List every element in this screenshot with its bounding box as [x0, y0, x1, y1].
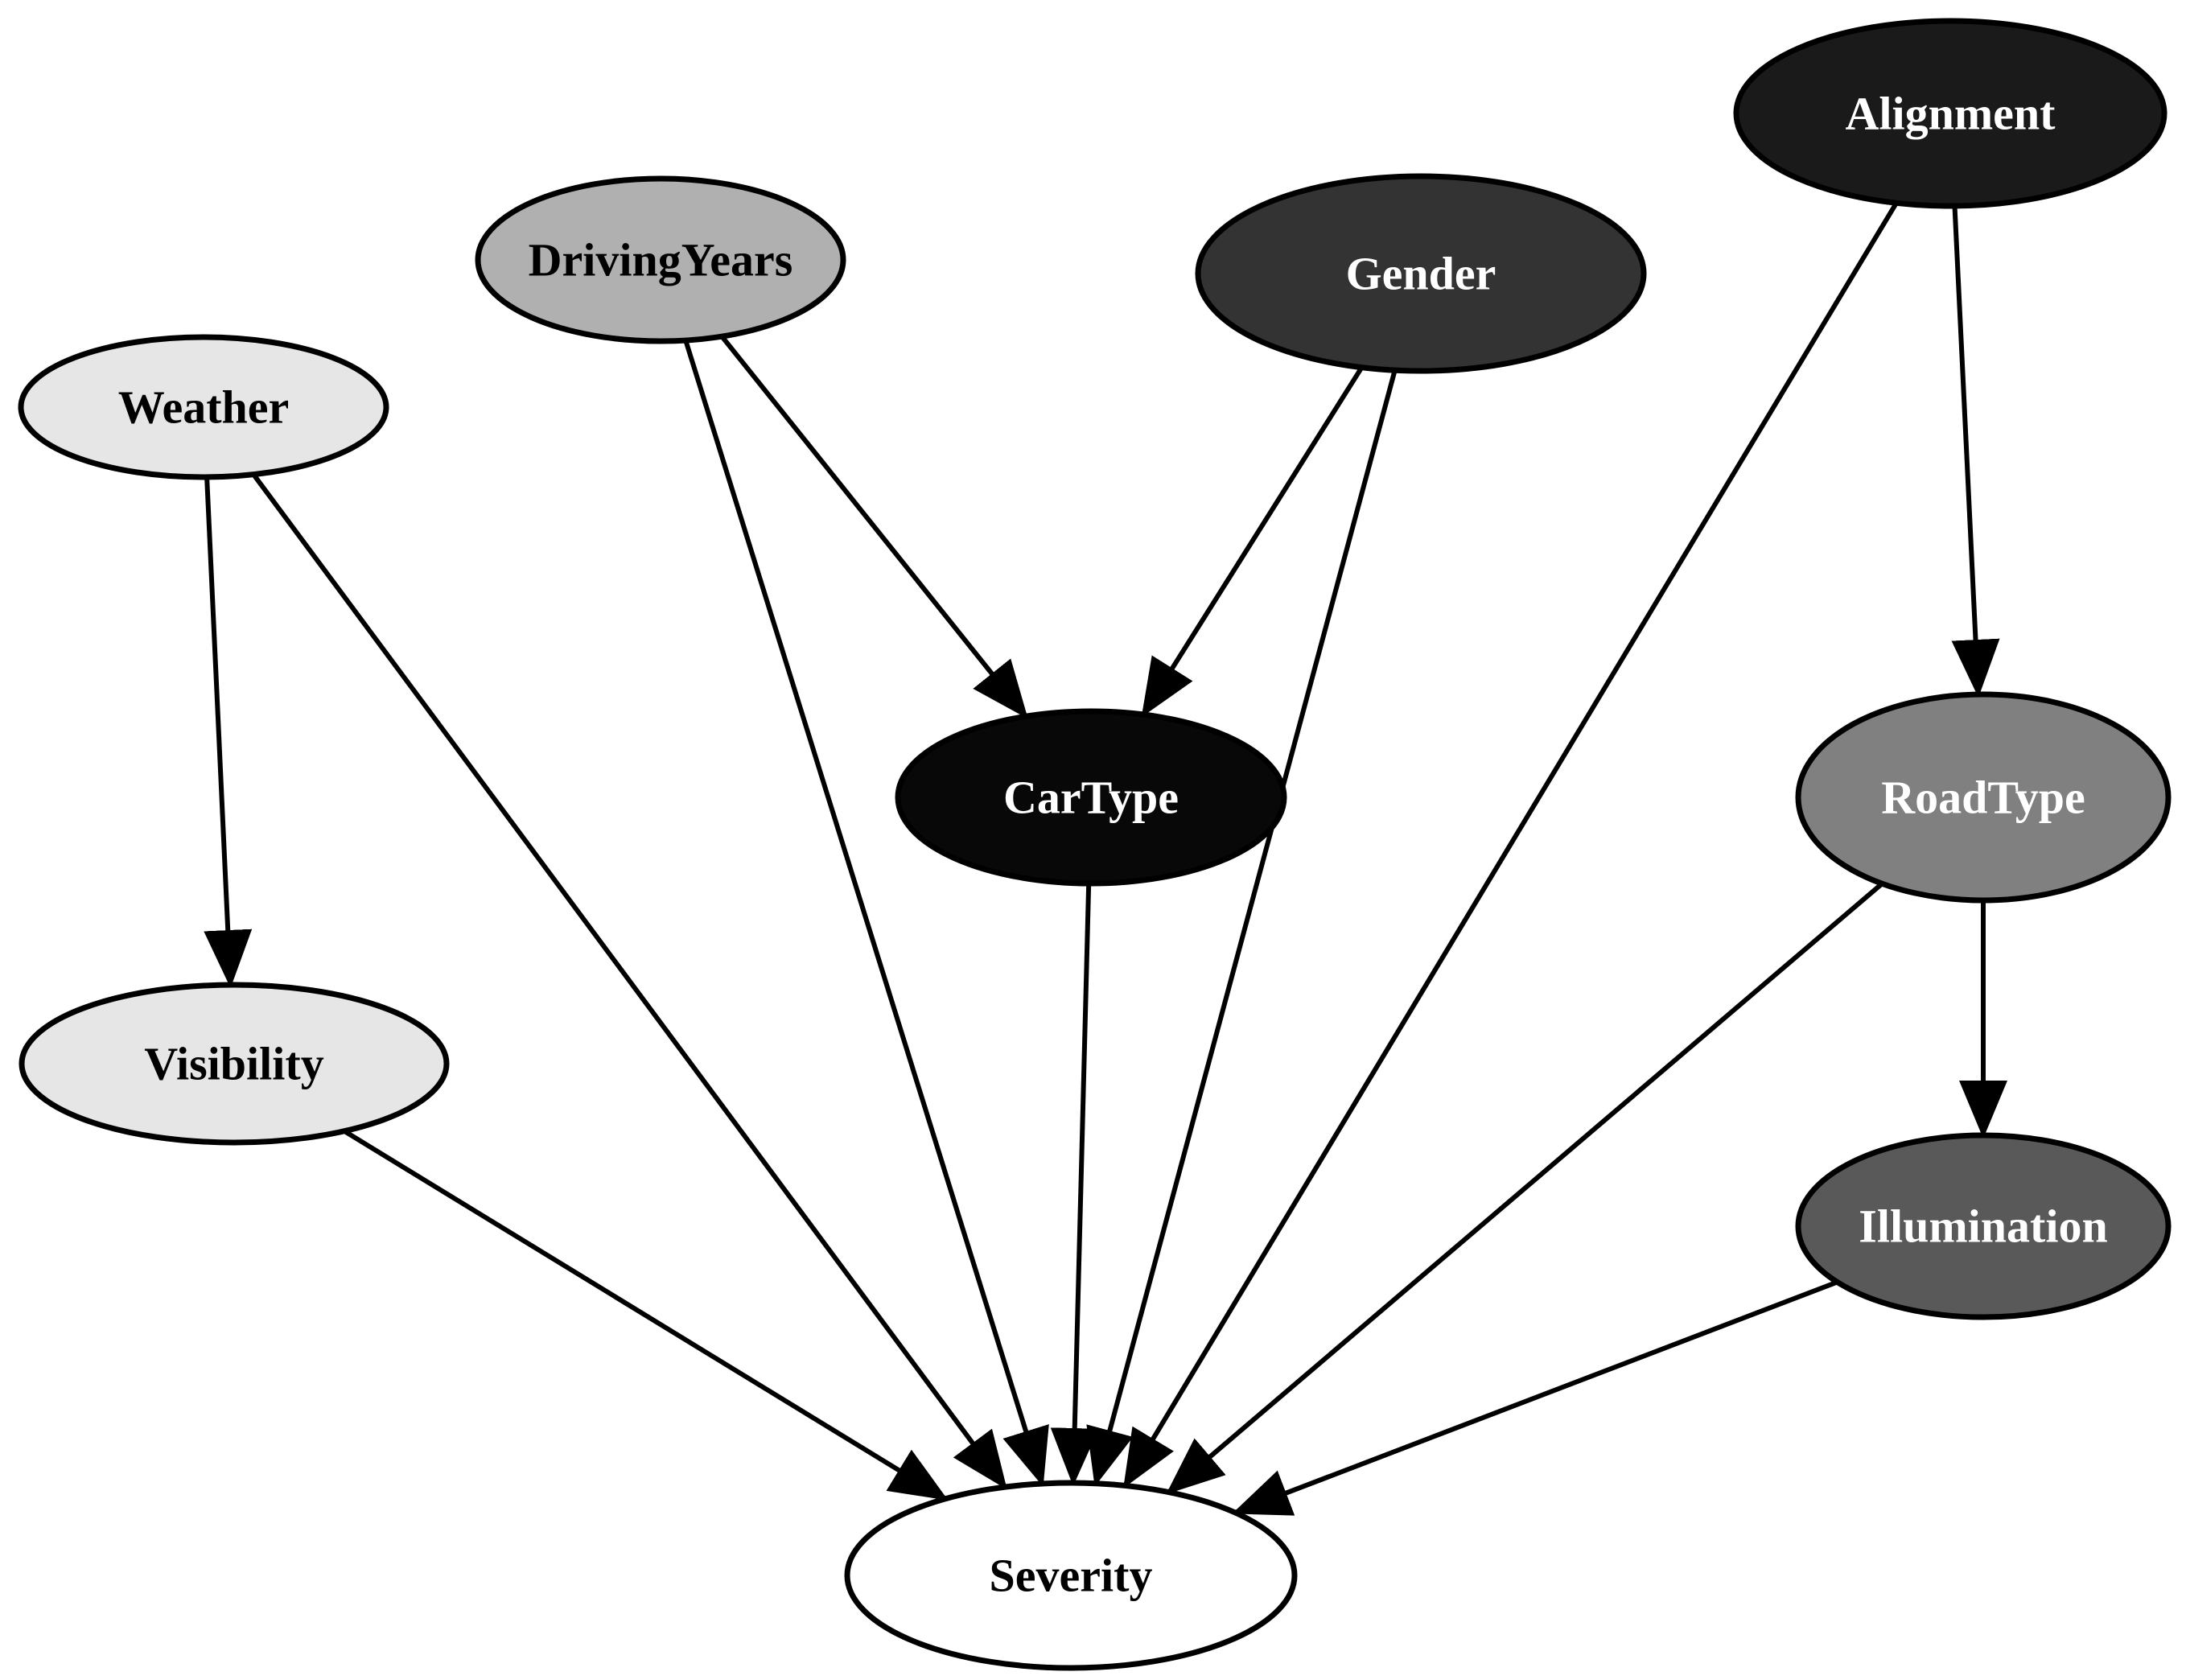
edge-visibility-to-severity [343, 1129, 949, 1501]
node-label-car-type: CarType [1003, 772, 1179, 824]
node-label-alignment: Alignment [1846, 88, 2056, 140]
edge-gender-to-car-type [1141, 366, 1365, 718]
node-gender: Gender [1195, 173, 1647, 374]
node-label-driving-years: DrivingYears [529, 234, 793, 286]
edge-driving-years-to-car-type [719, 335, 1028, 719]
node-weather: Weather [18, 334, 389, 480]
edge-weather-to-severity [251, 472, 1007, 1490]
edge-driving-years-to-severity [683, 340, 1049, 1487]
node-ellipse-alignment [1733, 18, 2167, 209]
node-illumination: Illumination [1795, 1132, 2172, 1320]
node-ellipse-car-type [895, 708, 1287, 887]
node-ellipse-driving-years [475, 175, 846, 344]
node-visibility: Visibility [19, 982, 450, 1146]
node-severity: Severity [844, 1480, 1298, 1671]
edge-alignment-to-severity [1123, 201, 1899, 1489]
node-car-type: CarType [895, 708, 1287, 887]
node-ellipse-illumination [1795, 1132, 2172, 1320]
edges-layer [204, 201, 2007, 1516]
edge-illumination-to-severity [1232, 1279, 1838, 1516]
node-road-type: RoadType [1795, 691, 2172, 904]
edge-weather-to-visibility [204, 476, 253, 988]
node-driving-years: DrivingYears [475, 175, 846, 344]
edge-alignment-to-road-type [1951, 205, 2000, 698]
node-label-weather: Weather [118, 381, 290, 434]
edge-car-type-to-severity [1050, 883, 1099, 1486]
node-ellipse-road-type [1795, 691, 2172, 904]
node-label-severity: Severity [990, 1550, 1153, 1602]
node-label-illumination: Illumination [1859, 1200, 2107, 1253]
node-label-visibility: Visibility [144, 1038, 323, 1090]
edge-gender-to-severity [1086, 369, 1398, 1487]
node-ellipse-gender [1195, 173, 1647, 374]
node-alignment: Alignment [1733, 18, 2167, 209]
edge-road-type-to-severity [1166, 881, 1884, 1495]
node-ellipse-weather [18, 334, 389, 480]
node-label-road-type: RoadType [1881, 772, 2085, 824]
node-ellipse-visibility [19, 982, 450, 1146]
node-label-gender: Gender [1346, 248, 1496, 300]
node-ellipse-severity [844, 1480, 1298, 1671]
